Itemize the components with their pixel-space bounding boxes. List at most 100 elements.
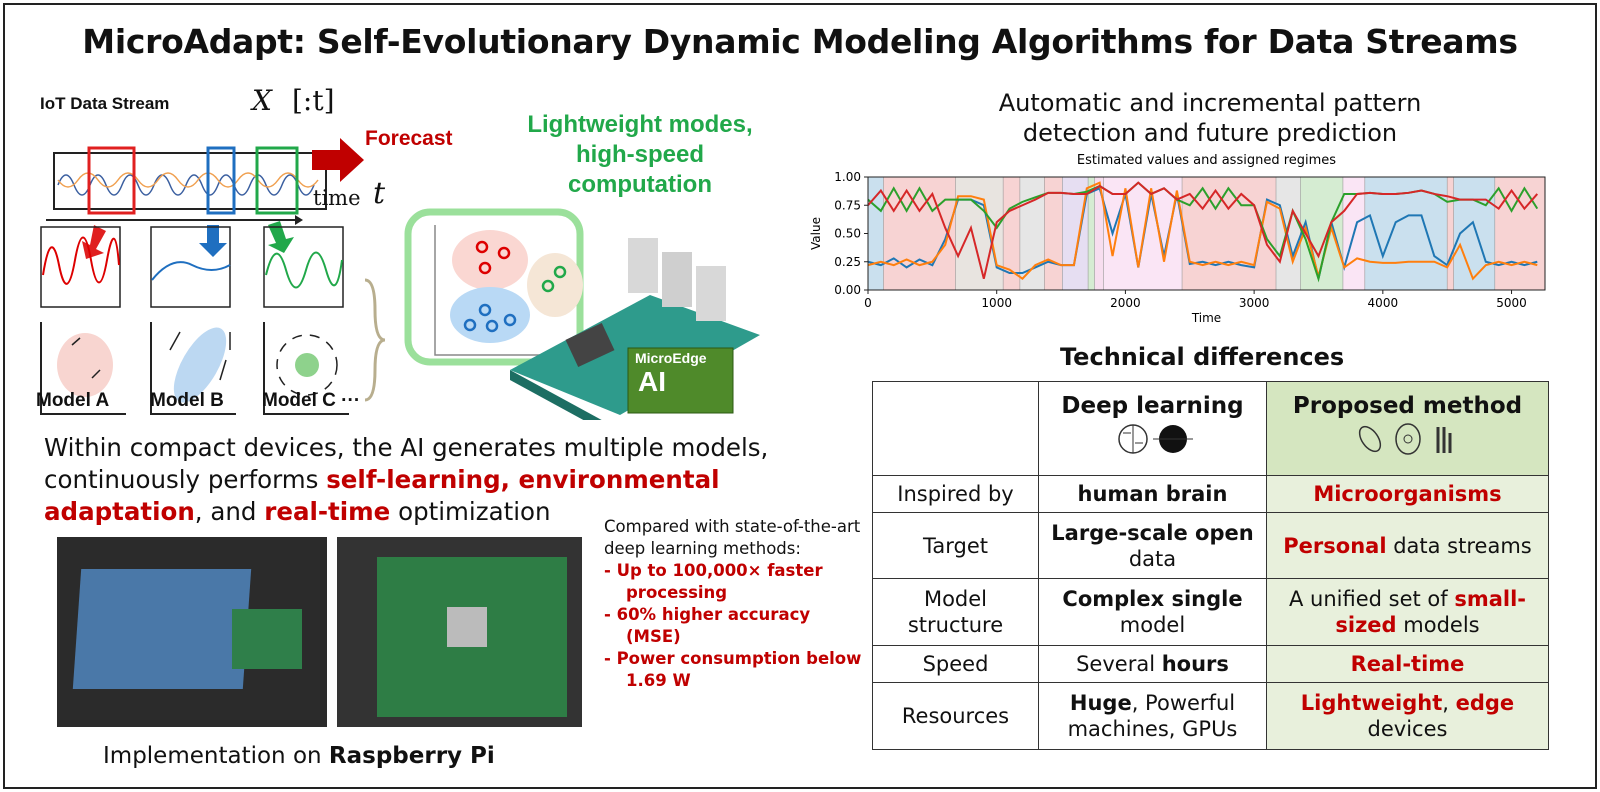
microorganism-icons	[1358, 422, 1451, 455]
comparison-item: - Power consumption below 1.69 W	[604, 649, 862, 690]
cell-segment: A unified set of	[1288, 587, 1455, 611]
description-segment: self-learning, environmental adaptation	[44, 465, 720, 526]
x-tick-label: 4000	[1368, 296, 1399, 310]
comparison-intro: Compared with state-of-the-art deep lear…	[604, 517, 861, 558]
cell-segment: Lightweight	[1300, 691, 1443, 715]
cell-segment: Large-scale open	[1051, 520, 1254, 545]
y-tick-label: 0.75	[834, 198, 861, 212]
cell-segment: edge	[1455, 691, 1515, 715]
row-label: Model structure	[872, 578, 1039, 646]
cell-segment: Huge	[1069, 691, 1132, 715]
cell-segment: data	[1128, 546, 1177, 571]
regime-band	[1364, 177, 1448, 290]
cell-segment: ,	[1442, 691, 1456, 715]
regime-band	[1062, 177, 1089, 290]
cell-segment: Several	[1076, 652, 1162, 676]
poster-title: MicroAdapt: Self-Evolutionary Dynamic Mo…	[82, 22, 1518, 61]
header-empty	[872, 381, 1039, 476]
time-symbol: t	[373, 176, 386, 211]
cell-segment: Real-time	[1350, 652, 1465, 676]
description-segment: , and	[194, 497, 265, 526]
y-tick-label: 0.50	[834, 227, 861, 241]
cell-segment: Microorganisms	[1313, 482, 1502, 506]
deep-learning-cell: Several hours	[1038, 645, 1267, 683]
description-segment: optimization	[390, 497, 551, 526]
header-deep-learning: Deep learning	[1038, 381, 1267, 476]
regime-band	[1088, 177, 1095, 290]
row-label: Inspired by	[872, 475, 1039, 513]
proposed-method-cell: Real-time	[1266, 645, 1549, 683]
model-b-label: Model B	[150, 390, 224, 411]
cell-segment: hours	[1161, 652, 1229, 676]
cell-segment: small-sized	[1335, 587, 1526, 637]
time-label: time	[313, 186, 361, 210]
y-axis-label: Value	[809, 217, 823, 250]
y-tick-label: 0.25	[834, 255, 861, 269]
cell-segment: Personal	[1283, 533, 1387, 558]
deep-learning-cell: human brain	[1038, 475, 1267, 513]
series-line	[867, 186, 1538, 279]
row-label: Speed	[872, 645, 1039, 683]
model-a-label: Model A	[36, 390, 110, 411]
heading-line: Automatic and incremental pattern	[998, 89, 1422, 117]
chart-title: Estimated values and assigned regimes	[1077, 153, 1336, 168]
caption-line: Lightweight modes,	[527, 111, 753, 138]
raspberry-pi-photo-2	[337, 537, 582, 727]
x-axis-label: Time	[1191, 311, 1221, 325]
x-tick-label: 1000	[981, 296, 1012, 310]
regime-band	[1094, 177, 1104, 290]
cell-segment: data streams	[1386, 533, 1532, 558]
stream-symbol: X	[252, 84, 272, 117]
regime-band	[868, 177, 884, 290]
cell-segment: Complex single	[1062, 587, 1243, 611]
stream-label: IoT Data Stream	[40, 94, 170, 113]
cell-segment: model	[1119, 613, 1186, 637]
regime-band	[1182, 177, 1277, 290]
caption-bold: Raspberry Pi	[328, 743, 495, 769]
x-tick-label: 0	[864, 296, 872, 310]
brain-icons	[1117, 423, 1193, 454]
cell-segment: human brain	[1077, 482, 1228, 506]
implementation-caption: Implementation on Raspberry Pi	[103, 743, 495, 769]
proposed-method-cell: Personal data streams	[1266, 512, 1549, 579]
series-line	[867, 181, 1538, 281]
description-segment: Within compact devices, the AI generates…	[44, 433, 769, 494]
table-heading: Technical differences	[1060, 343, 1345, 371]
heading-line: detection and future prediction	[1022, 119, 1398, 147]
cell-segment: , Powerful machines, GPUs	[1067, 691, 1238, 741]
badge-text: MicroEdge	[635, 350, 707, 366]
deep-learning-cell: Complex single model	[1038, 578, 1267, 646]
comparison: Compared with state-of-the-art deep lear…	[604, 516, 864, 692]
x-tick-label: 5000	[1496, 296, 1527, 310]
row-label: Target	[872, 512, 1039, 579]
x-tick-label: 3000	[1239, 296, 1270, 310]
regime-band	[1276, 177, 1301, 290]
y-tick-label: 0.00	[834, 283, 861, 297]
raspberry-pi-photo-1	[57, 537, 327, 727]
cell-segment: devices	[1367, 717, 1448, 741]
header-proposed-method: Proposed method	[1266, 381, 1549, 476]
comparison-item: - 60% higher accuracy (MSE)	[604, 605, 811, 646]
chart-heading: Automatic and incremental pattern detect…	[960, 88, 1460, 148]
description: Within compact devices, the AI generates…	[44, 432, 784, 528]
regime-band	[955, 177, 1004, 290]
regime-chart: 0 1000 2000 3000 4000 5000 0.00 0.25 0.50 0.75 1.0…	[809, 153, 1546, 325]
stream-index: [:t]	[292, 84, 335, 117]
caption-line: computation	[568, 171, 712, 198]
table-row: Inspired by human brain Microorganisms	[872, 475, 1549, 513]
caption-line: high-speed	[575, 141, 704, 168]
caption-prefix: Implementation on	[103, 743, 329, 769]
regime-band	[1447, 177, 1454, 290]
series-line	[867, 181, 1539, 279]
comparison-table: Deep learning Proposed method Inspired b…	[872, 381, 1549, 750]
deep-learning-cell: Large-scale open data	[1038, 512, 1267, 579]
y-tick-label: 1.00	[834, 170, 861, 184]
regime-band	[883, 177, 956, 290]
x-tick-label: 2000	[1110, 296, 1141, 310]
proposed-method-cell: Lightweight, edge devices	[1266, 682, 1549, 750]
model-c-label: Model C ···	[262, 390, 361, 411]
